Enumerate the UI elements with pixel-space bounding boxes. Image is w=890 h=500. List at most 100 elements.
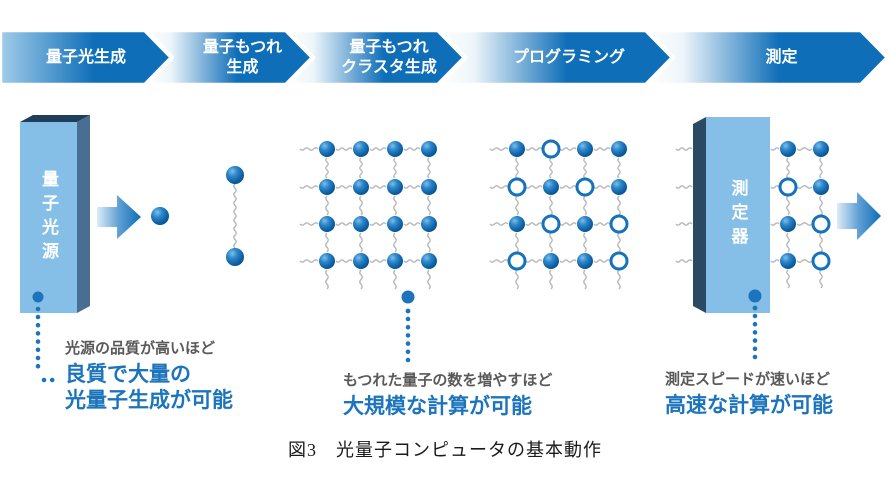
entanglement-wave (369, 185, 387, 189)
entanglement-wave (549, 157, 553, 179)
entanglement-wave (559, 147, 577, 151)
chevron-step-1 (0, 27, 175, 88)
photon-filled (509, 141, 525, 157)
light-source-box-top (20, 115, 90, 122)
callout-result: 高速な計算が可能 (665, 394, 833, 417)
emit-arrow-icon (97, 195, 141, 239)
photon-filled (509, 216, 525, 232)
entanglement-wave (393, 157, 397, 179)
entanglement-wave (559, 259, 577, 263)
entanglement-wave (583, 195, 587, 216)
entanglement-wave (335, 259, 353, 263)
entanglement-wave (796, 259, 813, 263)
entanglement-wave (593, 147, 611, 151)
entanglement-wave (489, 259, 509, 263)
entanglement-wave (393, 269, 397, 290)
entanglement-wave (617, 195, 621, 216)
entanglement-wave (796, 185, 813, 189)
entanglement-wave (325, 195, 329, 216)
photon-filled (387, 253, 403, 269)
photon-filled (387, 141, 403, 157)
entanglement-wave (819, 195, 823, 216)
light-source-box (20, 115, 90, 313)
entanglement-wave (369, 259, 387, 263)
photon-filled (577, 253, 593, 269)
photon-filled (319, 216, 335, 232)
photon-filled (319, 253, 335, 269)
entanglement-wave (770, 259, 780, 263)
entanglement-wave (617, 157, 621, 179)
photon-filled (543, 253, 559, 269)
entanglement-wave (675, 185, 693, 189)
detector-box-face (706, 117, 770, 313)
photon-single (151, 207, 169, 225)
entanglement-wave (489, 222, 509, 226)
photon-hollow (811, 214, 831, 234)
photon-filled (421, 216, 437, 232)
anchor-dot-tail (405, 308, 411, 314)
photon-filled (226, 166, 244, 184)
entanglement-wave (593, 259, 611, 263)
output-arrow-icon (837, 192, 881, 240)
photon-filled (421, 253, 437, 269)
photon-hollow (811, 251, 831, 271)
photon-hollow (575, 177, 595, 197)
entanglement-wave (770, 147, 780, 151)
entanglement-wave (525, 222, 543, 226)
entanglement-wave (515, 269, 519, 290)
entanglement-wave (393, 232, 397, 253)
photon-filled (387, 216, 403, 232)
entanglement-wave (427, 269, 431, 290)
photon-hollow (507, 251, 527, 271)
entanglement-wave (403, 185, 421, 189)
entanglement-wave (427, 195, 431, 216)
process-chevron-bar (0, 27, 890, 88)
entanglement-wave (559, 185, 577, 189)
entanglement-wave (335, 147, 353, 151)
entanglement-wave (515, 157, 519, 179)
photon-filled (611, 141, 627, 157)
entanglement-wave (427, 157, 431, 179)
entanglement-wave (325, 232, 329, 253)
entanglement-wave (299, 185, 319, 189)
entanglement-wave (325, 269, 329, 290)
entanglement-wave (489, 185, 509, 189)
entanglement-wave (593, 185, 611, 189)
entanglement-wave (819, 269, 823, 289)
entanglement-wave (559, 222, 577, 226)
callout-result: 大規模な計算が可能 (343, 395, 532, 418)
callout-measurement: 測定スピードが速いほど 高速な計算が可能 (665, 370, 833, 419)
entanglement-wave (819, 232, 823, 253)
entanglement-wave (489, 147, 509, 151)
photon-filled (577, 216, 593, 232)
photon-filled (319, 179, 335, 195)
measured-grid (770, 141, 831, 289)
photon-filled (780, 141, 796, 157)
entanglement-wave (786, 195, 790, 216)
cluster-grid (299, 141, 437, 290)
entanglement-wave (393, 195, 397, 216)
entangled-pair (226, 166, 244, 266)
light-source-box-face (20, 122, 77, 313)
photon-filled (543, 179, 559, 195)
entangled-pair-link (233, 183, 237, 249)
entanglement-wave (617, 232, 621, 253)
anchor-dot-tail (752, 305, 758, 311)
entanglement-wave (583, 232, 587, 253)
photon-filled (353, 141, 369, 157)
entanglement-wave (593, 222, 611, 226)
entanglement-wave (233, 183, 237, 249)
photon-filled (353, 179, 369, 195)
entanglement-wave (796, 222, 813, 226)
entanglement-wave (515, 195, 519, 216)
photon-filled (353, 216, 369, 232)
chevron-step-5 (643, 27, 890, 88)
callout-cluster: もつれた量子の数を増やすほど 大規模な計算が可能 (343, 371, 552, 420)
entanglement-wave (525, 259, 543, 263)
photon-filled (421, 179, 437, 195)
entanglement-wave (786, 269, 790, 289)
entanglement-wave (403, 147, 421, 151)
entanglement-wave (796, 147, 813, 151)
entanglement-wave (335, 222, 353, 226)
